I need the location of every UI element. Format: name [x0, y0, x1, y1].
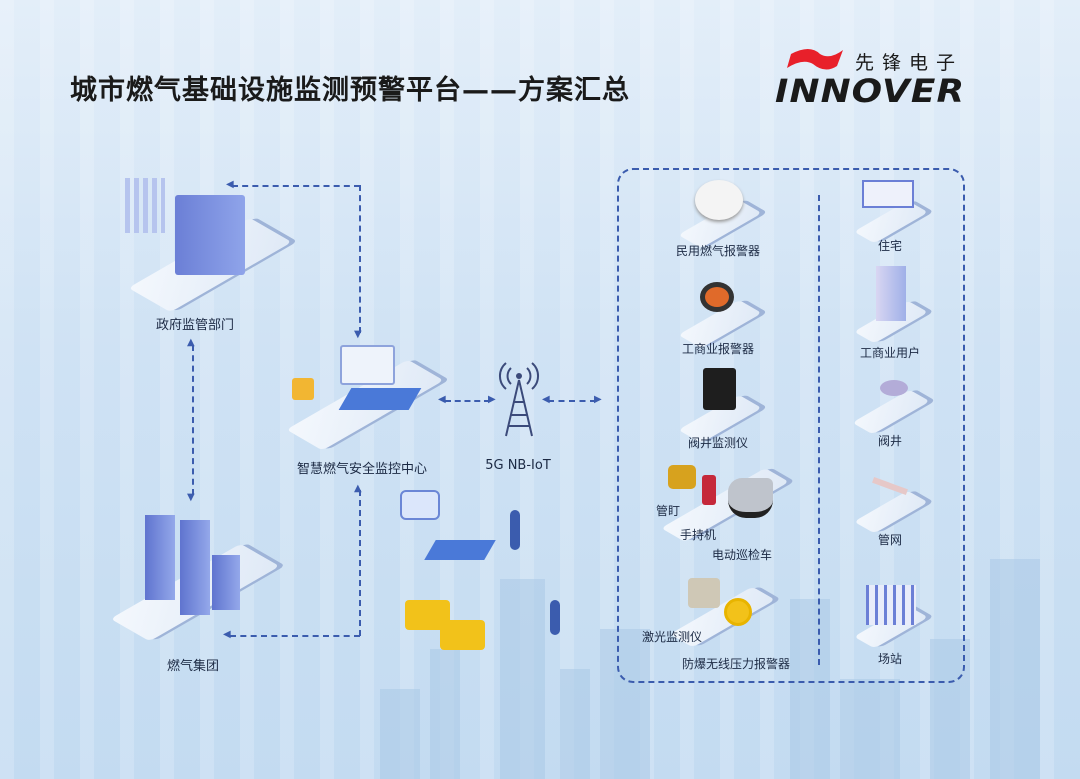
- device-label: 防爆无线压力报警器: [681, 657, 791, 671]
- valve-well-icon: [880, 380, 908, 396]
- scene-label: 场站: [877, 652, 903, 666]
- signal-tower-icon: [499, 362, 539, 437]
- office-building-icon: [876, 266, 906, 321]
- panel-divider: [818, 195, 820, 665]
- industrial-alarm-icon: [700, 282, 734, 312]
- page-title: 城市燃气基础设施监测预警平台——方案汇总: [70, 75, 630, 106]
- flag-icon: [787, 49, 843, 70]
- building-icon: [175, 195, 245, 275]
- scene-label: 住宅: [877, 239, 903, 253]
- network-label: 5G NB-IoT: [485, 458, 551, 473]
- device-label: 工商业报警器: [681, 342, 755, 356]
- handheld-icon: [702, 475, 716, 505]
- gas-group-label: 燃气集团: [166, 659, 220, 674]
- laser-detector-icon: [688, 578, 720, 608]
- scene-label: 阀井: [877, 434, 903, 448]
- device-label: 管盯: [655, 504, 681, 518]
- building-icon: [145, 515, 175, 600]
- station-icon: [866, 585, 916, 625]
- device-label: 民用燃气报警器: [675, 244, 761, 258]
- pressure-alarm-icon: [724, 598, 752, 626]
- monitoring-center-label: 智慧燃气安全监控中心: [296, 462, 428, 477]
- scooter-icon: [728, 478, 773, 518]
- truck-icon: [440, 620, 485, 650]
- monitor-icon: [340, 345, 395, 385]
- device-label: 激光监测仪: [641, 630, 703, 644]
- valve-monitor-icon: [703, 368, 736, 410]
- device-label: 手持机: [679, 528, 717, 542]
- government-label: 政府监管部门: [155, 318, 235, 333]
- device-scene-panel: [617, 168, 965, 683]
- logo-en: INNOVER: [775, 72, 966, 110]
- device-label: 电动巡检车: [711, 548, 773, 562]
- device-label: 阀井监测仪: [687, 436, 749, 450]
- logo-cn: 先锋电子: [855, 52, 964, 74]
- gas-alarm-icon: [695, 180, 743, 220]
- scene-label: 工商业用户: [859, 346, 921, 360]
- pipe-marker-icon: [668, 465, 696, 489]
- house-icon: [862, 180, 914, 208]
- scene-label: 管网: [877, 533, 903, 547]
